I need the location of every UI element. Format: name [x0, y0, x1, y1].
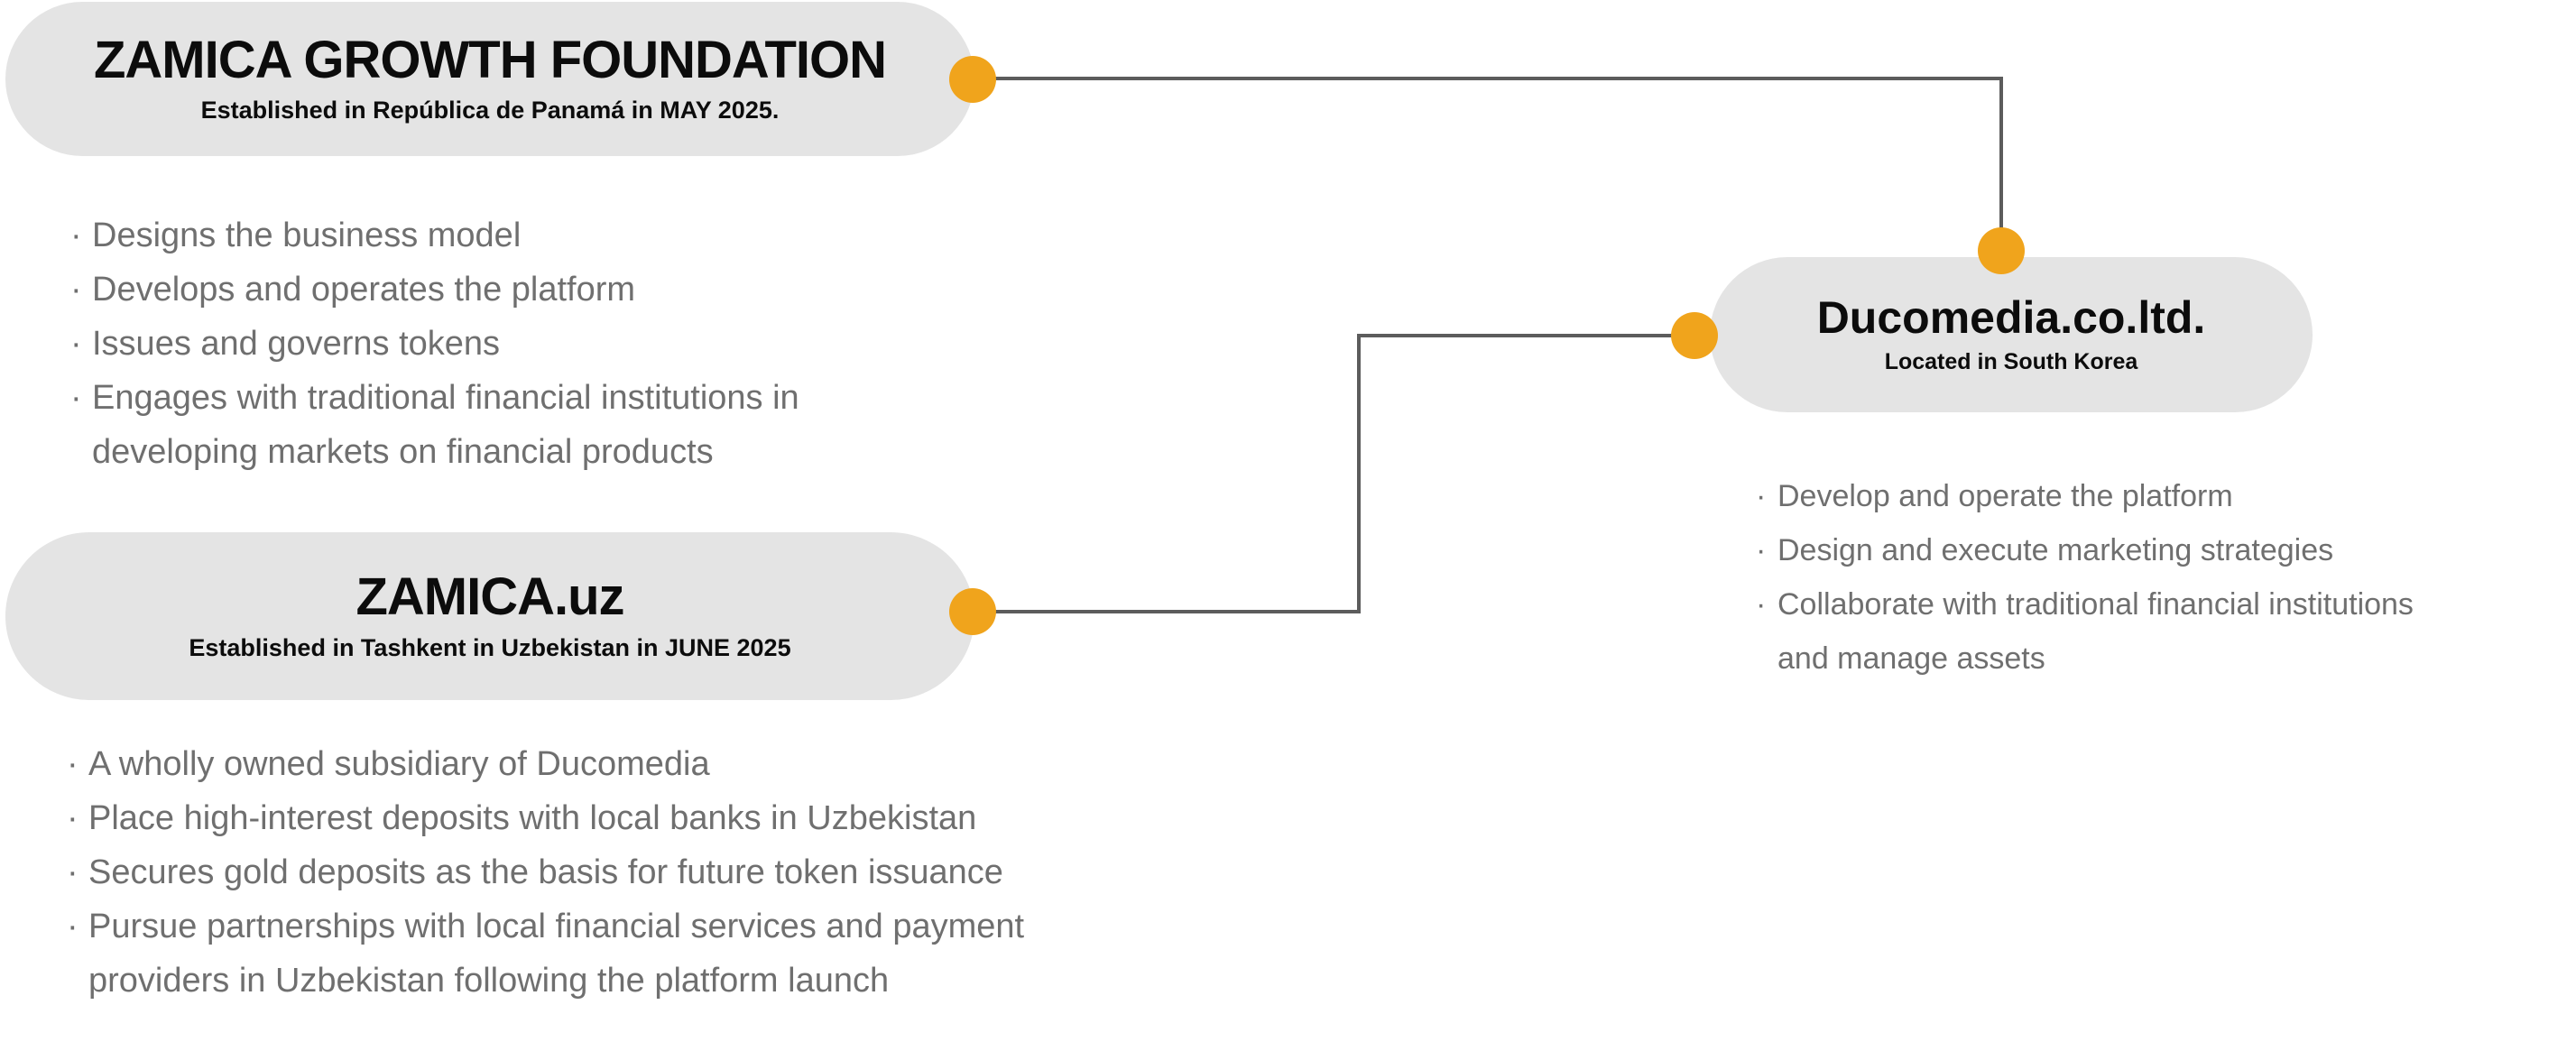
list-item: · Issues and governs tokens	[70, 317, 799, 371]
list-item: · Develop and operate the platform	[1756, 469, 2414, 523]
bullet-list-ducomedia: · Develop and operate the platform · Des…	[1756, 469, 2414, 686]
connector-zuz-to-duco-horizontal-upper	[1357, 334, 1675, 337]
bullet-text: Secures gold deposits as the basis for f…	[88, 853, 1003, 891]
bullet-dot: ·	[67, 908, 78, 945]
bullet-text-continuation: and manage assets	[1777, 641, 2045, 676]
node-ducomedia: Ducomedia.co.ltd. Located in South Korea	[1710, 257, 2313, 412]
connector-dot-zuz-right	[949, 588, 996, 635]
node-subtitle: Established in Tashkent in Uzbekistan in…	[189, 633, 791, 661]
bullet-text: Develop and operate the platform	[1777, 479, 2233, 513]
bullet-text: Develops and operates the platform	[92, 271, 636, 309]
bullet-dot: ·	[1756, 533, 1767, 567]
list-item: · Pursue partnerships with local financi…	[67, 899, 1024, 1008]
bullet-text: Collaborate with traditional financial i…	[1777, 587, 2414, 622]
bullet-text: Engages with traditional financial insti…	[92, 379, 799, 417]
bullet-text-continuation: providers in Uzbekistan following the pl…	[88, 962, 890, 1000]
bullet-text: Issues and governs tokens	[92, 325, 501, 363]
bullet-dot: ·	[70, 217, 82, 254]
bullet-list-zamica-growth-foundation: · Designs the business model · Develops …	[70, 208, 799, 479]
node-zamica-uz: ZAMICA.uz Established in Tashkent in Uzb…	[5, 532, 974, 700]
node-subtitle: Established in República de Panamá in MA…	[200, 97, 780, 124]
bullet-dot: ·	[1756, 587, 1767, 622]
bullet-text: A wholly owned subsidiary of Ducomedia	[88, 745, 710, 783]
bullet-dot: ·	[70, 271, 82, 309]
bullet-list-zamica-uz: · A wholly owned subsidiary of Ducomedia…	[67, 737, 1024, 1008]
node-title: ZAMICA GROWTH FOUNDATION	[93, 30, 887, 89]
node-zamica-growth-foundation: ZAMICA GROWTH FOUNDATION Established in …	[5, 2, 974, 156]
node-subtitle: Located in South Korea	[1884, 348, 2138, 374]
bullet-dot: ·	[1756, 479, 1767, 513]
list-item: · Collaborate with traditional financial…	[1756, 577, 2414, 686]
connector-zgf-to-duco-horizontal	[973, 77, 2003, 80]
connector-zuz-to-duco-horizontal-lower	[973, 610, 1361, 613]
list-item: · Secures gold deposits as the basis for…	[67, 845, 1024, 899]
node-title: Ducomedia.co.ltd.	[1816, 292, 2206, 344]
bullet-text: Designs the business model	[92, 217, 522, 254]
connector-zgf-to-duco-vertical	[1999, 77, 2003, 232]
connector-dot-zgf-right	[949, 56, 996, 103]
bullet-text: Place high-interest deposits with local …	[88, 799, 977, 837]
list-item: · Designs the business model	[70, 208, 799, 263]
bullet-dot: ·	[67, 799, 78, 837]
bullet-dot: ·	[67, 853, 78, 891]
list-item: · A wholly owned subsidiary of Ducomedia	[67, 737, 1024, 791]
bullet-text: Pursue partnerships with local financial…	[88, 908, 1025, 945]
bullet-dot: ·	[70, 379, 82, 417]
bullet-text-continuation: developing markets on financial products	[92, 433, 714, 471]
list-item: · Place high-interest deposits with loca…	[67, 791, 1024, 845]
connector-dot-duco-left	[1671, 312, 1718, 359]
bullet-dot: ·	[70, 325, 82, 363]
bullet-text: Design and execute marketing strategies	[1777, 533, 2334, 567]
list-item: · Engages with traditional financial ins…	[70, 371, 799, 479]
list-item: · Design and execute marketing strategie…	[1756, 523, 2414, 577]
connector-dot-duco-top	[1978, 227, 2025, 274]
connector-zuz-to-duco-vertical	[1357, 334, 1361, 613]
bullet-dot: ·	[67, 745, 78, 783]
node-title: ZAMICA.uz	[355, 567, 624, 627]
list-item: · Develops and operates the platform	[70, 263, 799, 317]
